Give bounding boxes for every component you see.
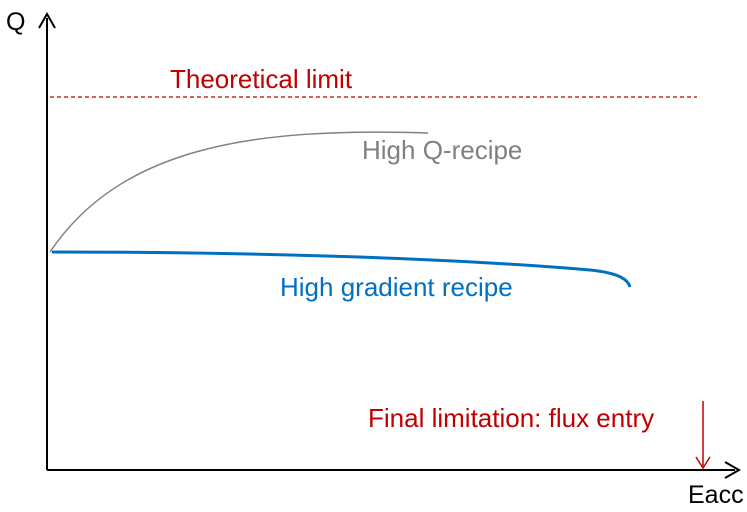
high-q-series-label: High Q-recipe: [362, 135, 523, 165]
flux-entry-arrowhead: [695, 456, 711, 470]
high-gradient-series-label: High gradient recipe: [280, 272, 513, 302]
y-axis-arrowhead: [38, 11, 56, 29]
y-axis-label: Q: [6, 8, 26, 36]
x-axis-arrowhead: [724, 461, 742, 479]
x-axis-label: Eacc: [688, 481, 744, 509]
theoretical-limit-label: Theoretical limit: [170, 64, 353, 94]
flux-entry-label: Final limitation: flux entry: [368, 403, 655, 433]
high-gradient-curve: [51, 250, 632, 288]
high-q-curve: [49, 131, 429, 253]
